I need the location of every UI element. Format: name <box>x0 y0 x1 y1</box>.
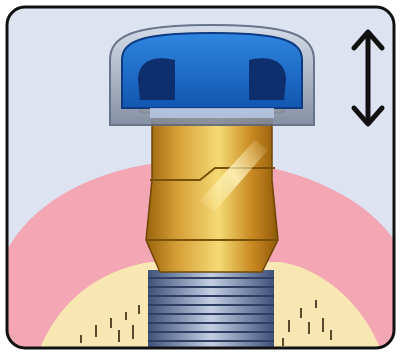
retention-cap <box>110 25 314 125</box>
implant-thread <box>148 270 274 355</box>
